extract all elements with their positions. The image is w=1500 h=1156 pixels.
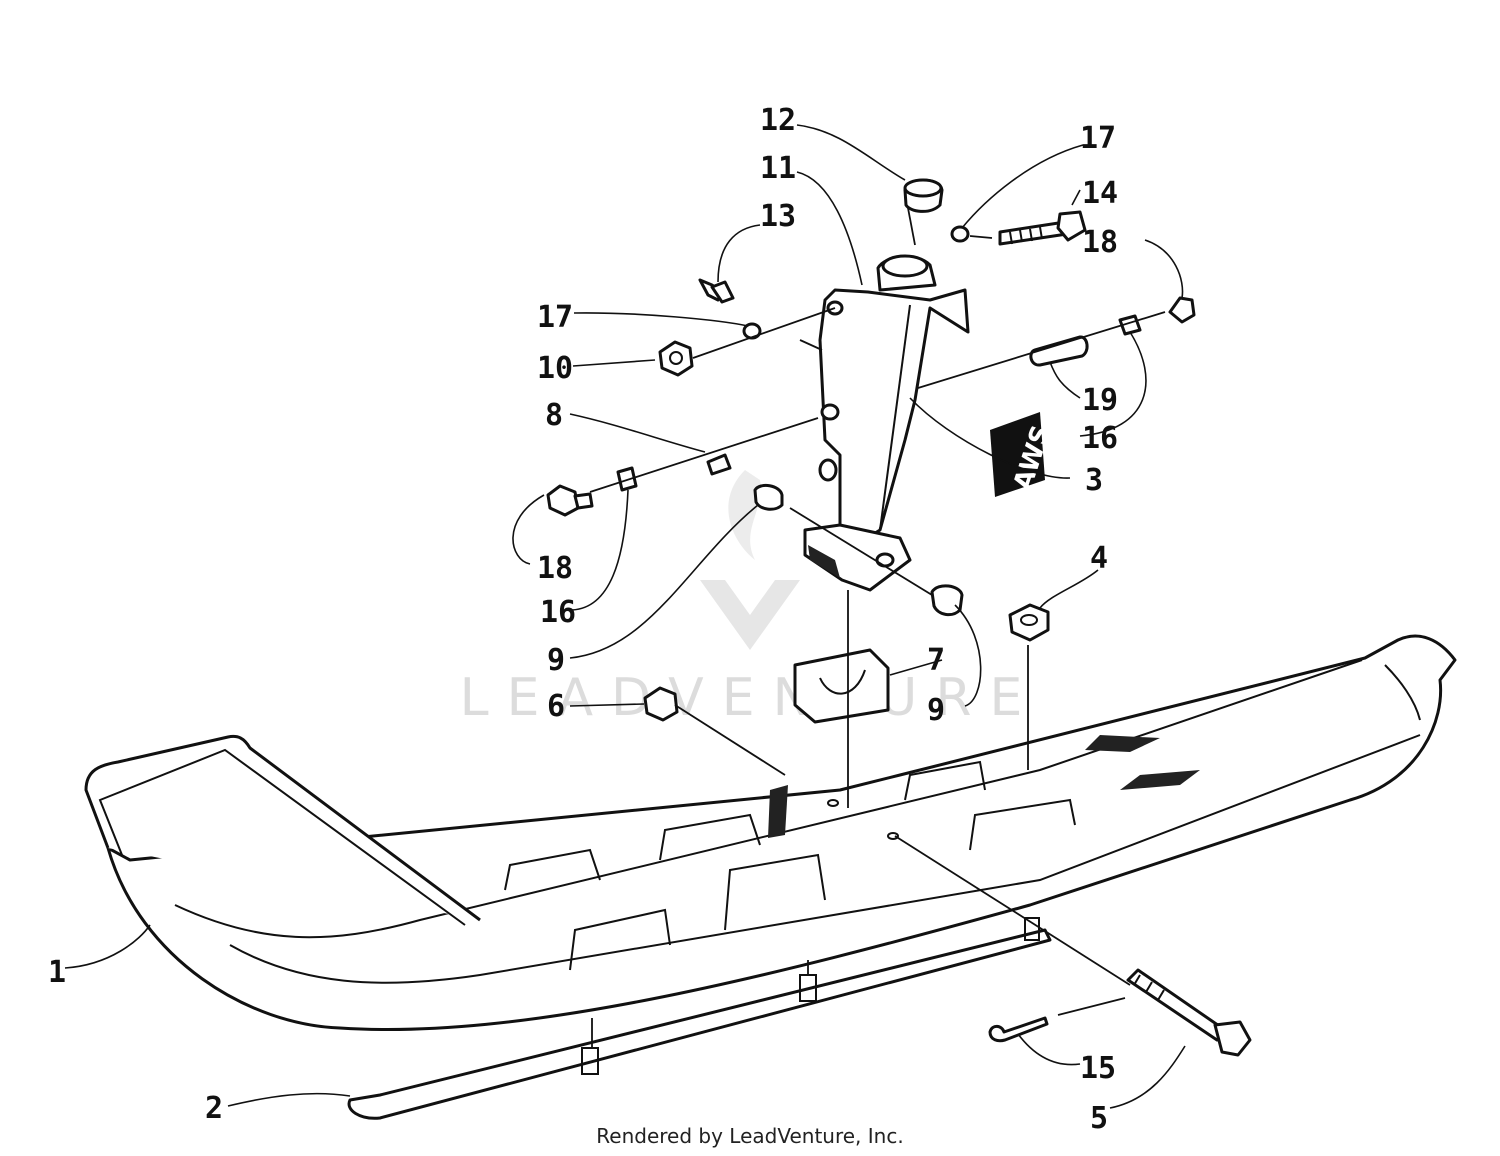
- ski-body[interactable]: [106, 634, 1457, 1032]
- callout-9-left: 9: [547, 643, 565, 678]
- callout-11: 11: [760, 151, 796, 186]
- callout-1: 1: [48, 955, 66, 990]
- callout-8: 8: [545, 398, 563, 433]
- part-9-bushing-left[interactable]: [753, 483, 784, 511]
- part-7-block[interactable]: [793, 648, 890, 724]
- part-19-sleeve[interactable]: [1029, 335, 1089, 367]
- part-15-cotter-pin[interactable]: [988, 1016, 1049, 1043]
- callout-5: 5: [1090, 1101, 1108, 1136]
- assembly-lines: [589, 207, 1166, 1048]
- callout-17-lower: 17: [537, 300, 573, 335]
- callout-19: 19: [1082, 383, 1118, 418]
- callout-3: 3: [1085, 463, 1103, 498]
- part-9-bushing-right[interactable]: [930, 584, 964, 617]
- callout-10: 10: [537, 351, 573, 386]
- wear-bar[interactable]: [347, 917, 1052, 1120]
- callouts: 12 11 13 17 17 14 18 18 10 8 19 16 16 3 …: [48, 103, 1118, 1136]
- callout-18-right: 18: [1082, 225, 1118, 260]
- watermark-text: LEADVENTURE: [460, 668, 1041, 728]
- watermark-logo-icon: [700, 580, 800, 650]
- callout-15: 15: [1080, 1051, 1116, 1086]
- callout-14: 14: [1082, 176, 1118, 211]
- callout-13: 13: [760, 199, 796, 234]
- part-8-pin[interactable]: [706, 453, 732, 476]
- callout-18-left: 18: [537, 551, 573, 586]
- part-13-grease-fitting[interactable]: [698, 278, 735, 304]
- callout-7: 7: [927, 643, 945, 678]
- part-14-bolt[interactable]: [998, 210, 1087, 246]
- ski-handle[interactable]: [84, 734, 481, 926]
- part-10-nut[interactable]: [658, 340, 694, 377]
- callout-4: 4: [1090, 541, 1108, 576]
- render-credit: Rendered by LeadVenture, Inc.: [596, 1124, 904, 1148]
- callout-16-right: 16: [1082, 421, 1118, 456]
- part-6-nut[interactable]: [643, 686, 679, 722]
- watermark: LEADVENTURE: [460, 470, 1041, 728]
- part-17-washer-upper[interactable]: [950, 225, 970, 243]
- part-18-bolt-left[interactable]: [546, 484, 594, 517]
- part-4-nut[interactable]: [1008, 603, 1050, 642]
- part-16-bushing-left[interactable]: [616, 466, 638, 492]
- callout-17-upper: 17: [1080, 121, 1116, 156]
- callout-16-left: 16: [540, 595, 576, 630]
- part-12-cap[interactable]: [903, 178, 944, 213]
- watermark-flame-icon: [728, 470, 761, 560]
- part-3-decal[interactable]: AWS: [990, 412, 1057, 497]
- leader-lines: [64, 124, 1186, 1109]
- callout-2: 2: [205, 1091, 223, 1126]
- callout-6: 6: [547, 689, 565, 724]
- part-5-bolt[interactable]: [1126, 968, 1252, 1057]
- part-18-bolt-right[interactable]: [1168, 296, 1196, 324]
- callout-9-right: 9: [927, 693, 945, 728]
- spindle-housing[interactable]: [803, 254, 970, 592]
- callout-12: 12: [760, 103, 796, 138]
